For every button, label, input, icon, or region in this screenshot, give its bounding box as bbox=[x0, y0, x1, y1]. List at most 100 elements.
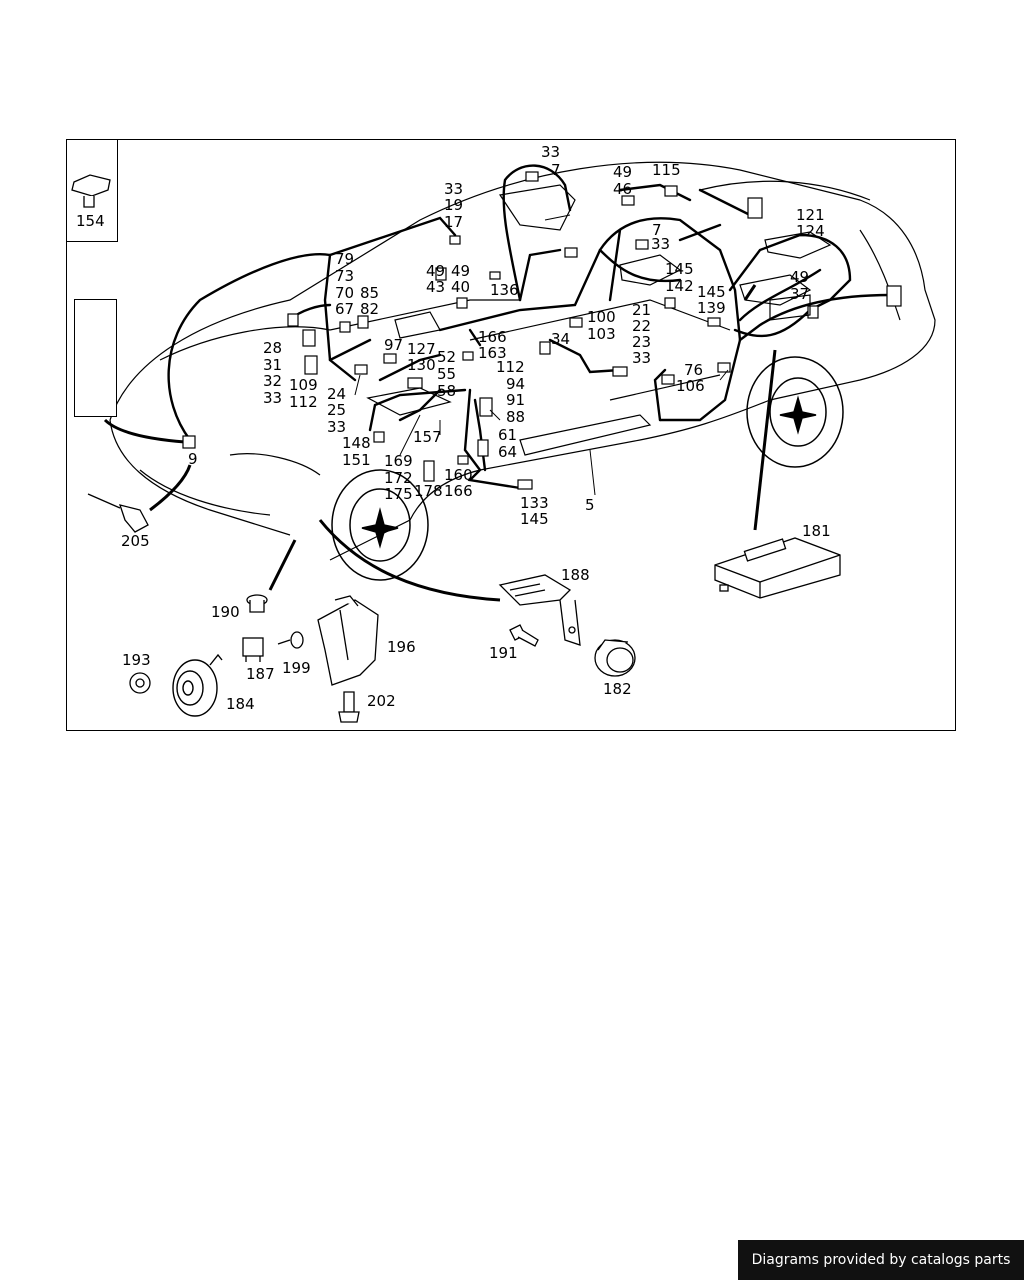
label-97: 97 bbox=[384, 336, 403, 354]
label-106: 106 bbox=[676, 377, 705, 395]
label-157: 157 bbox=[413, 428, 442, 446]
label-88: 88 bbox=[506, 408, 525, 426]
label-33: 33 bbox=[444, 180, 463, 198]
inset-box-fasteners bbox=[74, 299, 117, 417]
label-76: 76 bbox=[684, 361, 703, 379]
label-61: 61 bbox=[498, 426, 517, 444]
label-52: 52 bbox=[437, 348, 456, 366]
label-145: 145 bbox=[665, 260, 694, 278]
label-33: 33 bbox=[651, 235, 670, 253]
label-145: 145 bbox=[697, 283, 726, 301]
label-184: 184 bbox=[226, 695, 255, 713]
bolt-190 bbox=[246, 594, 268, 613]
label-79: 79 bbox=[335, 250, 354, 268]
label-55: 55 bbox=[437, 365, 456, 383]
label-193: 193 bbox=[122, 651, 151, 669]
label-28: 28 bbox=[263, 339, 282, 357]
label-190: 190 bbox=[211, 603, 240, 621]
label-7: 7 bbox=[551, 161, 561, 179]
label-112: 112 bbox=[496, 358, 525, 376]
label-7: 7 bbox=[652, 221, 662, 239]
label-202: 202 bbox=[367, 692, 396, 710]
label-124: 124 bbox=[796, 222, 825, 240]
connectors bbox=[182, 171, 902, 490]
label-136: 136 bbox=[490, 281, 519, 299]
label-112: 112 bbox=[289, 393, 318, 411]
wiring-harness bbox=[167, 164, 892, 490]
label-34: 34 bbox=[551, 330, 570, 348]
bracket-188 bbox=[498, 574, 581, 646]
leader-lines bbox=[354, 214, 729, 496]
label-127: 127 bbox=[407, 340, 436, 358]
label-160: 160 bbox=[444, 466, 473, 484]
label-24: 24 bbox=[327, 385, 346, 403]
label-166: 166 bbox=[478, 328, 507, 346]
label-182: 182 bbox=[603, 680, 632, 698]
screw-199 bbox=[277, 631, 304, 649]
label-70: 70 bbox=[335, 284, 354, 302]
label-22: 22 bbox=[632, 317, 651, 335]
label-32: 32 bbox=[263, 372, 282, 390]
label-121: 121 bbox=[796, 206, 825, 224]
label-25: 25 bbox=[327, 401, 346, 419]
label-115: 115 bbox=[652, 161, 681, 179]
label-85: 85 bbox=[360, 284, 379, 302]
cover-196 bbox=[317, 595, 379, 686]
label-148: 148 bbox=[342, 434, 371, 452]
label-33: 33 bbox=[327, 418, 346, 436]
label-9: 9 bbox=[188, 450, 198, 468]
label-94: 94 bbox=[506, 375, 525, 393]
label-49: 49 bbox=[451, 262, 470, 280]
label-196: 196 bbox=[387, 638, 416, 656]
label-64: 64 bbox=[498, 443, 517, 461]
control-unit-181 bbox=[714, 537, 841, 599]
label-19: 19 bbox=[444, 196, 463, 214]
label-205: 205 bbox=[121, 532, 150, 550]
sensor-154 bbox=[71, 174, 111, 208]
label-33: 33 bbox=[263, 389, 282, 407]
label-178: 178 bbox=[414, 482, 443, 500]
label-21: 21 bbox=[632, 301, 651, 319]
label-49: 49 bbox=[790, 268, 809, 286]
label-142: 142 bbox=[665, 277, 694, 295]
label-166: 166 bbox=[444, 482, 473, 500]
label-191: 191 bbox=[489, 644, 518, 662]
label-163: 163 bbox=[478, 344, 507, 362]
label-151: 151 bbox=[342, 451, 371, 469]
label-43: 43 bbox=[426, 278, 445, 296]
rear-wheel bbox=[746, 356, 844, 468]
label-188: 188 bbox=[561, 566, 590, 584]
label-145: 145 bbox=[520, 510, 549, 528]
label-172: 172 bbox=[384, 469, 413, 487]
inset-box-154 bbox=[66, 139, 118, 242]
label-103: 103 bbox=[587, 325, 616, 343]
nut-193 bbox=[129, 672, 151, 694]
label-33: 33 bbox=[632, 349, 651, 367]
label-169: 169 bbox=[384, 452, 413, 470]
label-139: 139 bbox=[697, 299, 726, 317]
label-23: 23 bbox=[632, 333, 651, 351]
label-133: 133 bbox=[520, 494, 549, 512]
bolt-202 bbox=[338, 691, 360, 723]
bolt-191 bbox=[509, 624, 539, 647]
horn-182 bbox=[594, 639, 636, 677]
footer-banner: Diagrams provided by catalogs parts bbox=[738, 1240, 1024, 1280]
label-100: 100 bbox=[587, 308, 616, 326]
label-181: 181 bbox=[802, 522, 831, 540]
car-body-outline bbox=[109, 161, 936, 561]
front-wheel bbox=[331, 469, 429, 581]
label-49: 49 bbox=[613, 163, 632, 181]
label-109: 109 bbox=[289, 376, 318, 394]
label-49: 49 bbox=[426, 262, 445, 280]
part-labels: 154 9 13 11 15 9 205 33 7 49 46 115 33 1… bbox=[76, 143, 831, 713]
label-130: 130 bbox=[407, 356, 436, 374]
sensor-205 bbox=[87, 493, 149, 533]
horn-184 bbox=[172, 653, 223, 717]
label-58: 58 bbox=[437, 382, 456, 400]
label-46: 46 bbox=[613, 180, 632, 198]
label-31: 31 bbox=[263, 356, 282, 374]
label-40: 40 bbox=[451, 278, 470, 296]
label-91: 91 bbox=[506, 391, 525, 409]
label-175: 175 bbox=[384, 485, 413, 503]
